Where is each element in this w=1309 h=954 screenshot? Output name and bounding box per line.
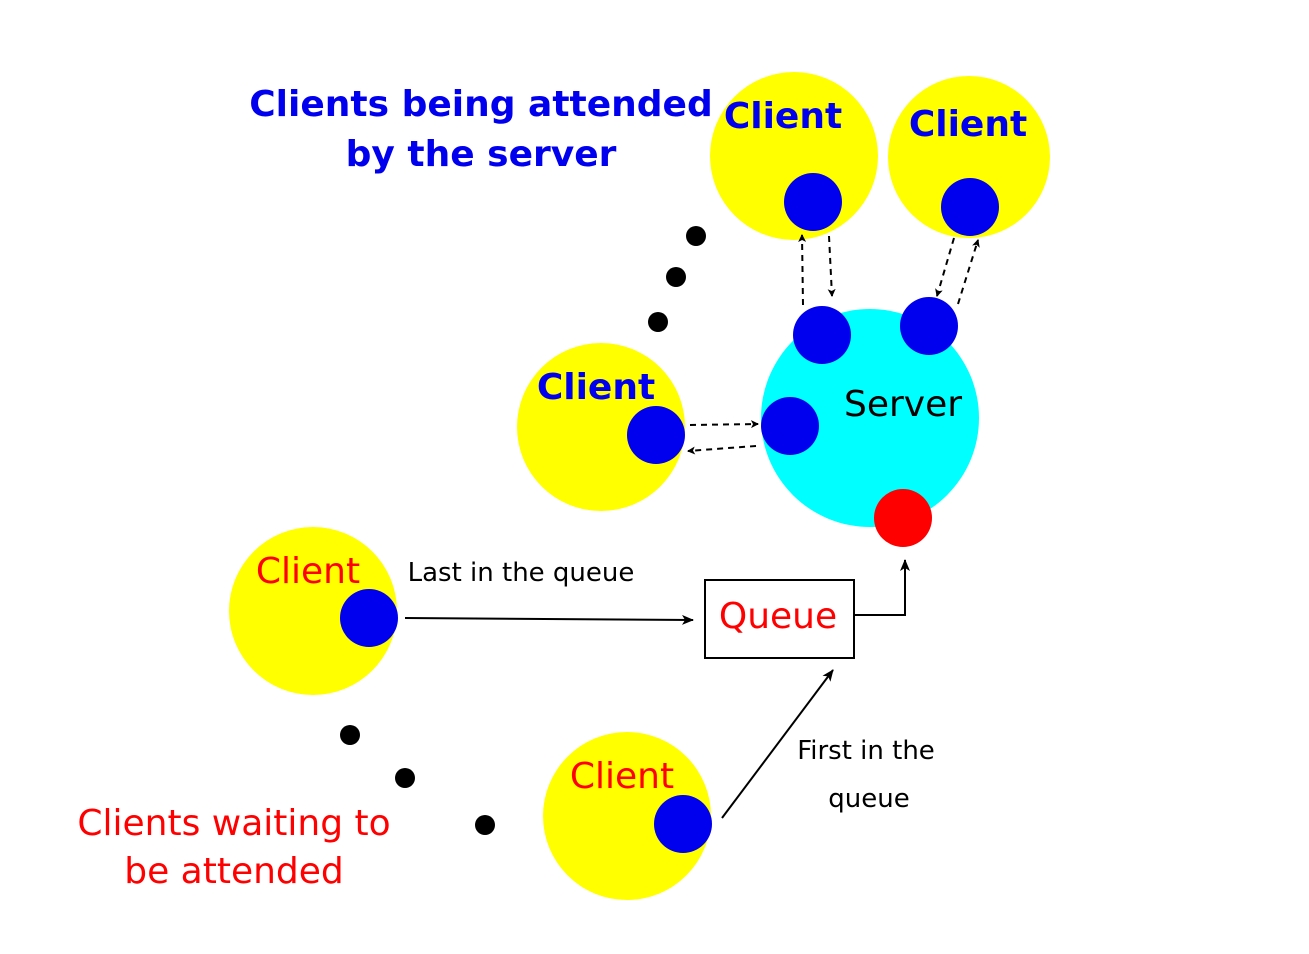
last-in-queue-label: Last in the queue [408,558,635,588]
listening-socket [874,489,932,547]
waiting-client-last: Client [229,527,398,695]
client-socket [627,406,685,464]
attended-caption-line1: Clients being attended [249,84,712,125]
first-in-queue-label-line1: First in the [797,736,935,766]
server-socket-2 [900,297,958,355]
waiting-client-first: Client [543,732,712,900]
attended-ellipsis-dots [648,226,706,332]
server-socket-3 [761,397,819,455]
last-in-queue-arrow [404,614,694,625]
queue-arrows [404,559,910,819]
queue-to-server-arrow [854,559,910,616]
attended-client-2: Client [888,76,1050,238]
first-in-queue-label-line2: queue [828,784,909,814]
client-label: Client [909,104,1027,145]
client-socket [784,173,842,231]
queue-box: Queue [704,579,855,659]
first-in-queue-arrow [721,669,834,819]
server: Server [761,297,979,547]
waiting-ellipsis-dots [340,725,495,835]
client-socket [340,589,398,647]
client-socket [654,795,712,853]
client-label: Client [537,367,655,408]
attended-client-1: Client [710,72,878,240]
server-label: Server [844,384,962,425]
queue-label: Queue [719,596,837,637]
dashed-connections [687,234,980,455]
attended-caption-line2: by the server [346,134,617,175]
client-socket [941,178,999,236]
client-label: Client [256,551,360,592]
waiting-caption-line2: be attended [124,851,344,892]
attended-client-3: Client [517,343,685,511]
client-label: Client [724,96,842,137]
server-socket-1 [793,306,851,364]
waiting-caption-line1: Clients waiting to [77,803,390,844]
client-label: Client [570,756,674,797]
